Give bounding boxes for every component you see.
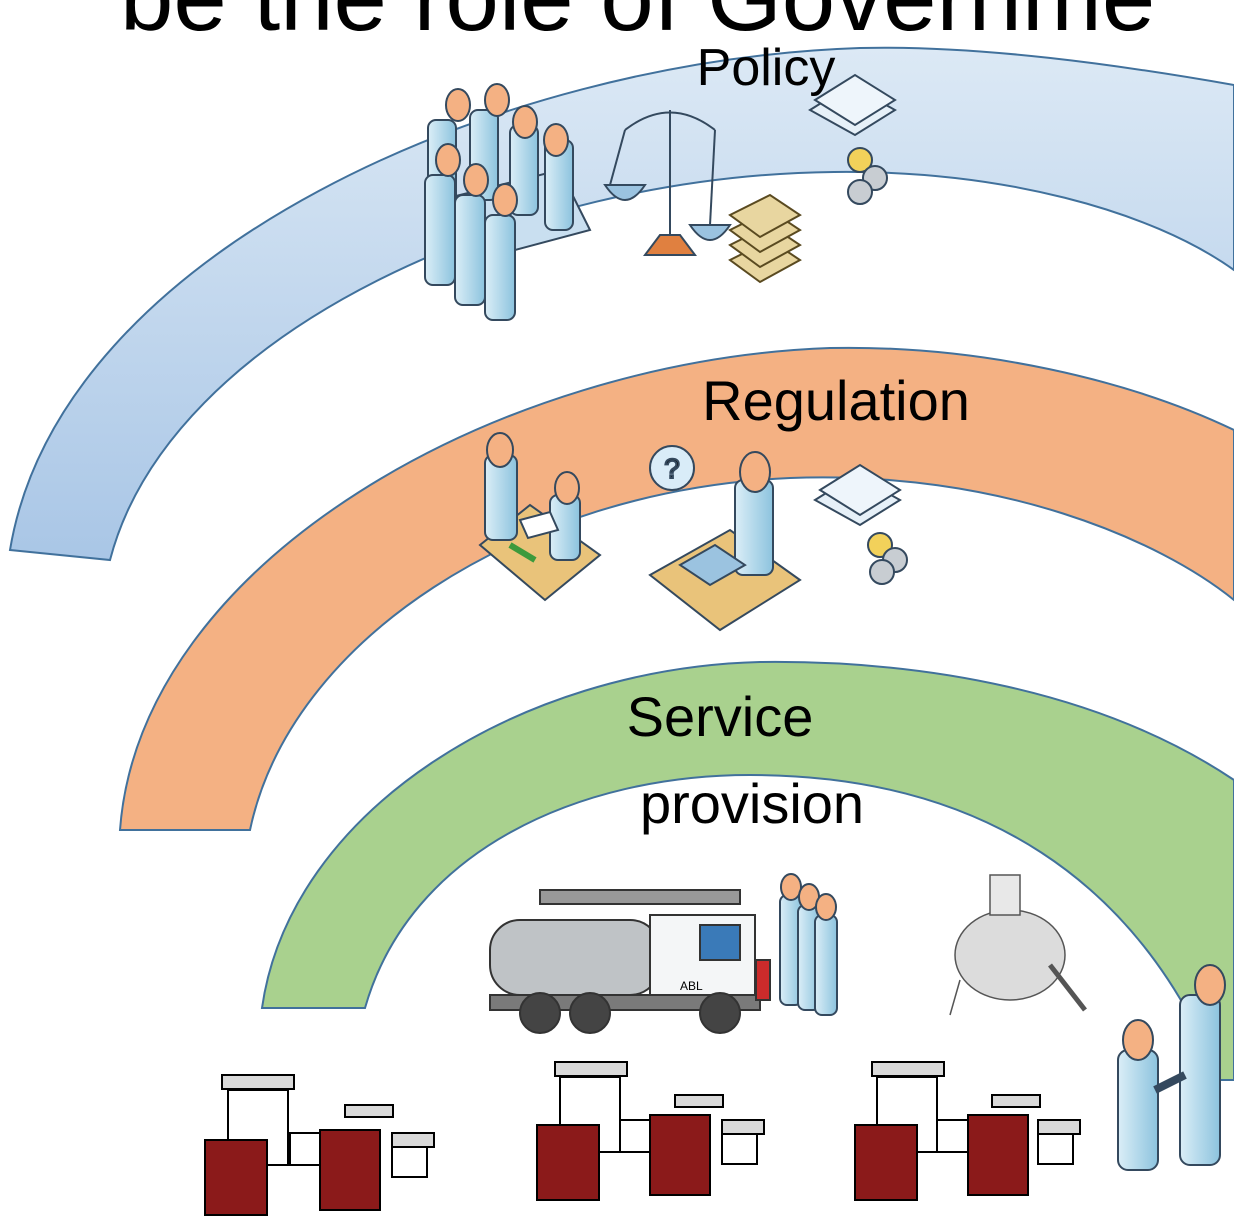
houses-cluster-2 [536, 1061, 765, 1201]
septic-tank-icon [949, 874, 1087, 1016]
vacuum-truck-icon: ABL [480, 880, 780, 1040]
desk-meeting-icon [478, 432, 602, 602]
helpdesk-phone-icon: ? [648, 445, 802, 632]
slide-title: be the role of Governme [120, 0, 1155, 51]
workers-group-icon [779, 873, 838, 1016]
service-label-line2: provision [640, 772, 864, 835]
service-provision-arc [260, 660, 1234, 1081]
policy-label: Policy [697, 39, 836, 97]
svg-text:?: ? [664, 453, 680, 484]
service-label-line1: Service [627, 685, 814, 748]
handshake-icon [1117, 964, 1226, 1171]
houses-cluster-3 [854, 1061, 1081, 1201]
houses-cluster-1 [204, 1074, 435, 1216]
truck-badge: ABL [680, 979, 703, 993]
regulation-label: Regulation [702, 369, 970, 432]
document-stack-icon [728, 193, 802, 284]
forms-and-coins-icon-2 [813, 463, 908, 585]
meeting-table-icon [424, 83, 592, 321]
scales-of-justice-icon [603, 110, 732, 256]
forms-and-coins-icon [808, 73, 897, 205]
